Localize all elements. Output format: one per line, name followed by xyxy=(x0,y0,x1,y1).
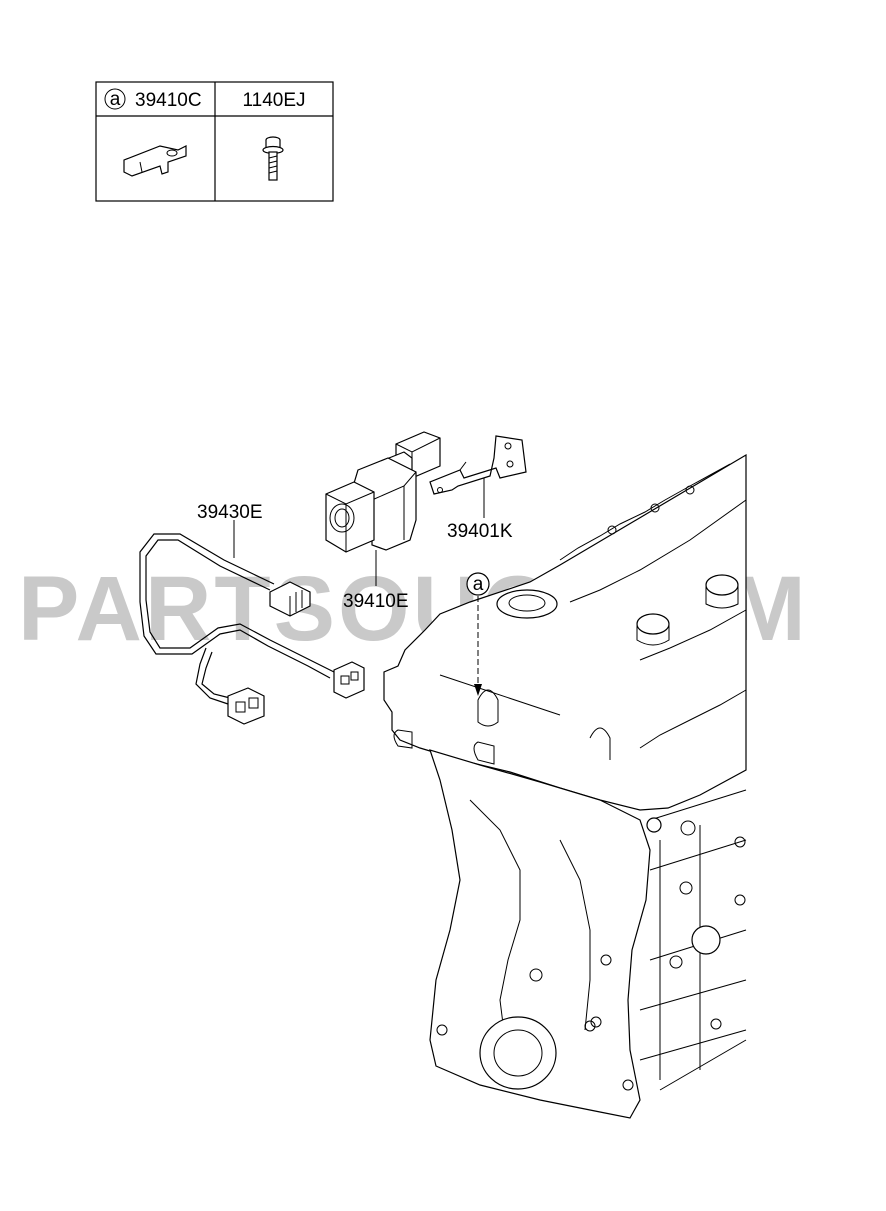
sensor-drawing xyxy=(325,431,441,553)
bracket-drawing xyxy=(429,435,527,495)
wiring-harness-drawing xyxy=(139,533,365,725)
location-marker-circle xyxy=(466,572,490,596)
location-marker-letter: a xyxy=(473,574,484,595)
callout-39410e[interactable]: 39410E xyxy=(343,591,409,612)
engine-block-drawing xyxy=(383,453,747,1119)
callout-39401k[interactable]: 39401K xyxy=(447,521,513,542)
legend-part-39410c[interactable]: 39410C xyxy=(135,90,202,111)
legend-part-1140ej[interactable]: 1140EJ xyxy=(242,90,305,111)
arrow-location-a xyxy=(474,684,482,696)
legend-marker-circle xyxy=(104,88,126,110)
legend-table: a 39410C 1140EJ xyxy=(95,81,334,202)
callout-39430e[interactable]: 39430E xyxy=(197,502,263,523)
bolt-drawing xyxy=(262,136,284,181)
clip-drawing xyxy=(123,145,187,177)
legend-marker-letter: a xyxy=(110,89,121,110)
